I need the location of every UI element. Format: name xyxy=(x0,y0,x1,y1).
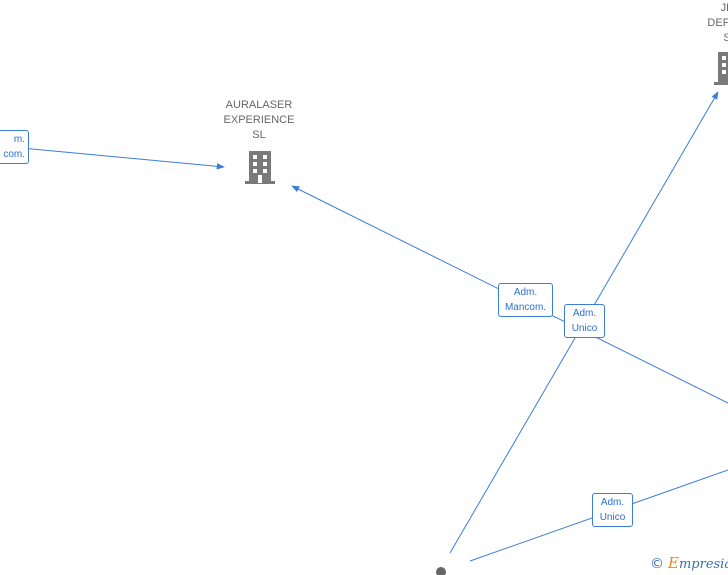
building-icon[interactable] xyxy=(714,50,728,86)
empresia-watermark: ©Empresia xyxy=(650,554,728,572)
company-name-auralaser[interactable]: AURALASER EXPERIENCE SL xyxy=(223,99,295,141)
edge-label-left[interactable]: m. com. xyxy=(0,130,29,164)
edge-label-adm-unico-center[interactable]: Adm. Unico xyxy=(564,304,605,338)
brand-initial: E xyxy=(668,554,679,572)
edge-label-adm-mancom[interactable]: Adm. Mancom. xyxy=(498,283,553,317)
company-name-top-right[interactable]: JE DEPILA S xyxy=(707,2,728,44)
building-icon[interactable] xyxy=(245,149,275,185)
copyright-symbol: © xyxy=(650,556,664,572)
edge-left-to-auralaser xyxy=(0,145,225,170)
person-icon[interactable] xyxy=(432,567,450,575)
brand-name: mpresia xyxy=(678,557,728,572)
edge-label-adm-unico-bottom[interactable]: Adm. Unico xyxy=(592,493,633,527)
